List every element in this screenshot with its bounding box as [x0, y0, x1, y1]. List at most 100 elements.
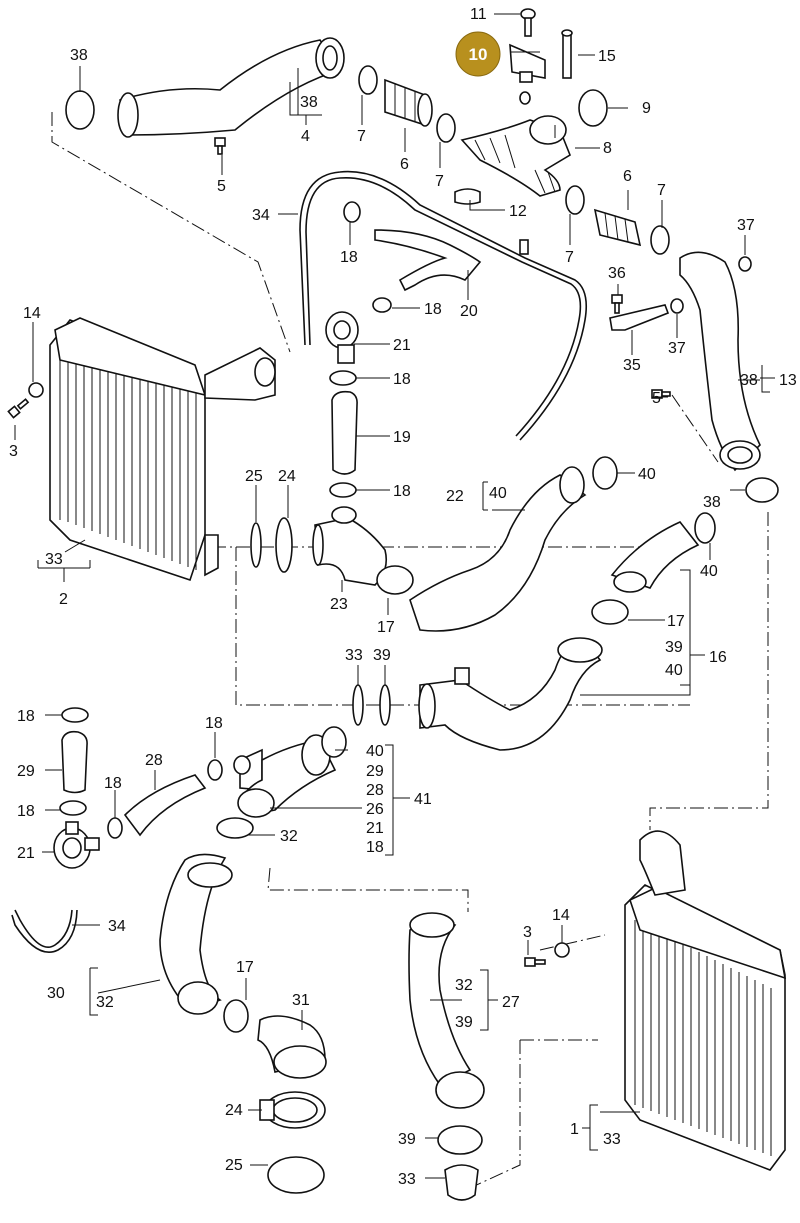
- label-19: 19: [393, 429, 411, 446]
- sensor-10: [509, 43, 546, 105]
- label-18-d: 18: [393, 483, 411, 500]
- label-28-a: 28: [145, 752, 163, 769]
- upper-pipe-4: [117, 37, 345, 138]
- label-23: 23: [330, 596, 348, 613]
- hose-19: [331, 390, 358, 475]
- clamp-17-c: [223, 999, 249, 1033]
- label-3-b: 3: [523, 924, 532, 941]
- bolt-15: [561, 29, 573, 79]
- label-29-a: 29: [17, 763, 35, 780]
- o-ring-9: [578, 89, 608, 127]
- hose-20: [374, 229, 482, 292]
- clamp-17-b: [591, 599, 629, 625]
- label-28-b: 28: [366, 782, 384, 799]
- label-33-d: 33: [398, 1171, 416, 1188]
- label-2: 2: [59, 591, 68, 608]
- label-34-a: 34: [252, 207, 270, 224]
- o-ring-38-top: [65, 90, 95, 130]
- label-4: 4: [301, 128, 310, 145]
- label-36: 36: [608, 265, 626, 282]
- hose-6-a: [384, 78, 433, 127]
- label-32-a: 32: [280, 828, 298, 845]
- clamp-12: [454, 188, 481, 205]
- rail-34: [299, 170, 588, 441]
- label-17-a: 17: [377, 619, 395, 636]
- label-38-a: 38: [70, 47, 88, 64]
- label-5-a: 5: [217, 178, 226, 195]
- ring-25-b: [267, 1156, 325, 1194]
- label-37-a: 37: [737, 217, 755, 234]
- o-ring-40-a: [592, 456, 618, 490]
- label-22: 22: [446, 488, 464, 505]
- valve-21-a: [325, 311, 359, 364]
- label-1: 1: [570, 1121, 579, 1138]
- pipe-16-elbow: [610, 521, 700, 593]
- clamp-18-g: [107, 817, 123, 839]
- label-24-b: 24: [225, 1102, 243, 1119]
- label-32-b: 32: [96, 994, 114, 1011]
- label-17-c: 17: [236, 959, 254, 976]
- nut-14-b: [554, 942, 570, 958]
- label-6-b: 6: [623, 168, 632, 185]
- label-20: 20: [460, 303, 478, 320]
- label-3-a: 3: [9, 443, 18, 460]
- label-18-a: 18: [340, 249, 358, 266]
- pipe-13: [679, 251, 761, 472]
- label-18-g: 18: [104, 775, 122, 792]
- intercooler-2: [49, 317, 276, 582]
- clamp-24-b: [259, 1091, 326, 1129]
- clamp-18-d: [329, 482, 357, 498]
- label-24-a: 24: [278, 468, 296, 485]
- label-31: 31: [292, 992, 310, 1009]
- y-pipe-8: [460, 115, 571, 197]
- bolt-3-a: [7, 398, 30, 419]
- label-18-i: 18: [366, 839, 384, 856]
- clamp-18-e: [61, 707, 89, 723]
- label-32-c: 32: [455, 977, 473, 994]
- nut-14-a: [28, 382, 44, 398]
- label-33-b: 33: [345, 647, 363, 664]
- label-25-a: 25: [245, 468, 263, 485]
- valve-21-b: [53, 821, 100, 869]
- label-40-e: 40: [366, 743, 384, 760]
- label-18-f: 18: [17, 803, 35, 820]
- ring-39-c: [437, 1125, 483, 1155]
- hose-34-b: [14, 909, 73, 948]
- ring-40-e: [321, 726, 347, 758]
- label-8: 8: [603, 140, 612, 157]
- pipe-30: [159, 853, 233, 1015]
- pipe-27: [408, 912, 485, 1109]
- label-14-b: 14: [552, 907, 570, 924]
- label-11: 11: [470, 6, 487, 23]
- label-35: 35: [623, 357, 641, 374]
- clamp-7-a: [358, 65, 378, 95]
- label-18-e: 18: [17, 708, 35, 725]
- label-21-b: 21: [17, 845, 35, 862]
- intercooler-1: [624, 830, 787, 1171]
- hose-29: [61, 730, 88, 794]
- screw-36: [611, 294, 623, 314]
- label-15: 15: [598, 48, 616, 65]
- pipe-16: [418, 637, 603, 751]
- label-16: 16: [709, 649, 727, 666]
- brackets: [37, 82, 775, 1151]
- label-40-d: 40: [665, 662, 683, 679]
- clamp-18-b: [372, 297, 392, 313]
- bolt-3-b: [524, 957, 546, 967]
- pipe-22: [409, 466, 587, 632]
- label-10: 10: [469, 45, 488, 64]
- clamp-7-c: [565, 185, 585, 215]
- clamp-18-h: [207, 759, 223, 781]
- label-33-a: 33: [45, 551, 63, 568]
- elbow-23: [312, 506, 388, 586]
- label-38-d: 38: [703, 494, 721, 511]
- highlight-badge-10[interactable]: [455, 31, 501, 77]
- label-38-c: 38: [740, 372, 758, 389]
- clamp-18-f: [59, 800, 87, 816]
- label-9: 9: [642, 100, 651, 117]
- label-5-b: 5: [652, 390, 661, 407]
- label-39-b: 39: [373, 647, 391, 664]
- label-7-c: 7: [657, 182, 666, 199]
- label-18-h: 18: [205, 715, 223, 732]
